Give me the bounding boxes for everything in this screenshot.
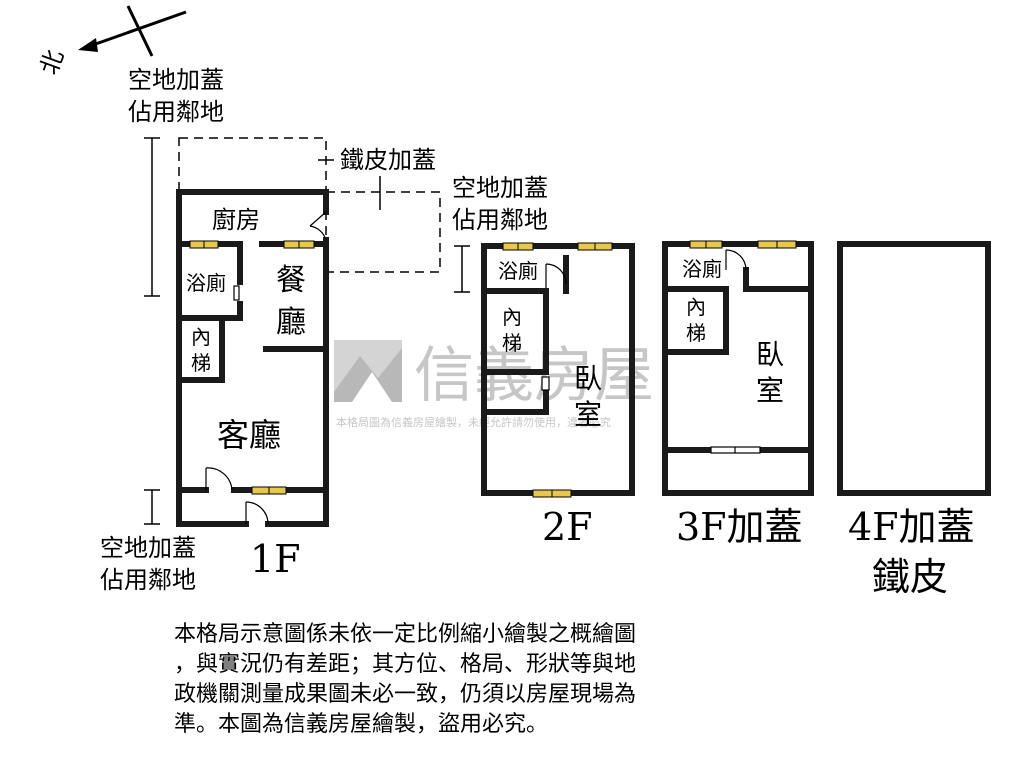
- disclaimer-line-1: 本格局示意圖係未依一定比例縮小繪製之概繪圖: [174, 622, 637, 647]
- floor-label-4f-line1: 4F加蓋: [848, 505, 975, 549]
- floor-label-3f: 3F加蓋: [676, 505, 803, 549]
- room-dining-1f-a: 餐: [276, 263, 306, 298]
- windows-1f: [189, 240, 315, 495]
- floor-4f: 4F加蓋 鐵皮: [837, 241, 991, 599]
- door-arcs-1f: [205, 211, 327, 525]
- disclaimer-note: 本格局示意圖係未依一定比例縮小繪製之概繪圖 ，與實況仍有差距；其方位、格局、形狀…: [174, 620, 794, 740]
- watermark-logo-icon: [334, 340, 402, 402]
- floor-label-1f: 1F: [250, 537, 301, 581]
- room-stairs-2f-b: 梯: [502, 331, 522, 355]
- door-arcs-3f: [710, 249, 761, 454]
- vacant-land-bottom-line1: 空地加蓋: [100, 534, 196, 562]
- room-bedroom-2f-b: 室: [574, 398, 602, 431]
- room-bedroom-2f-a: 臥: [574, 362, 602, 395]
- room-bedroom-3f-b: 室: [756, 374, 784, 407]
- room-dining-1f-b: 廳: [276, 305, 306, 340]
- dimension-lines: [144, 137, 470, 525]
- room-stairs-1f-b: 梯: [191, 351, 211, 375]
- north-label: 北: [35, 46, 70, 78]
- windows-3f: [689, 240, 797, 249]
- disclaimer-line-3: 政機關測量成果圖未必一致，仍須以房屋現場為: [174, 682, 637, 707]
- room-bath-2f: 浴廁: [498, 259, 538, 283]
- room-living-1f: 客廳: [217, 416, 281, 454]
- room-bath-3f: 浴廁: [682, 257, 722, 281]
- room-bath-1f: 浴廁: [186, 271, 226, 295]
- room-bedroom-3f-a: 臥: [756, 338, 784, 371]
- windows-2f: [502, 242, 613, 498]
- floor-label-2f: 2F: [542, 505, 593, 549]
- disclaimer-line-2: ，與實況仍有差距；其方位、格局、形狀等與地: [174, 652, 637, 677]
- room-stairs-3f-b: 梯: [686, 321, 706, 345]
- iron-sheet-annotation: 鐵皮加蓋: [340, 146, 436, 174]
- floor-3f: 浴廁 內 梯 臥 室 3F加蓋: [662, 240, 814, 549]
- vacant-land-bottom-line2: 佔用鄰地: [100, 566, 196, 594]
- floor-label-4f-line2: 鐵皮: [872, 555, 948, 599]
- watermark-brand: 信義房屋: [414, 341, 654, 411]
- watermark-notice: 本格局圖為信義房屋繪製，未經允許請勿使用，違者必究: [336, 415, 611, 429]
- north-arrow-icon: [78, 5, 187, 57]
- vacant-land-mid-line1: 空地加蓋: [452, 174, 548, 202]
- room-kitchen-1f: 廚房: [212, 206, 260, 234]
- vacant-land-mid-line2: 佔用鄰地: [452, 206, 548, 234]
- floor-1f: 廚房 浴廁 內 梯 餐 廳 客廳 1F: [176, 189, 329, 581]
- watermark: 信義房屋 本格局圖為信義房屋繪製，未經允許請勿使用，違者必究: [334, 340, 654, 429]
- floor-2f: 浴廁 內 梯 臥 室 2F: [481, 242, 635, 549]
- room-stairs-2f-a: 內: [502, 305, 522, 329]
- room-stairs-1f-a: 內: [191, 325, 211, 349]
- vacant-land-top-line1: 空地加蓋: [128, 66, 224, 94]
- vacant-land-top-line2: 佔用鄰地: [128, 98, 224, 126]
- room-stairs-3f-a: 內: [686, 295, 706, 319]
- door-arcs-2f: [541, 263, 567, 391]
- disclaimer-line-4: 準。本圖為信義房屋繪製，盜用必究。: [174, 712, 549, 737]
